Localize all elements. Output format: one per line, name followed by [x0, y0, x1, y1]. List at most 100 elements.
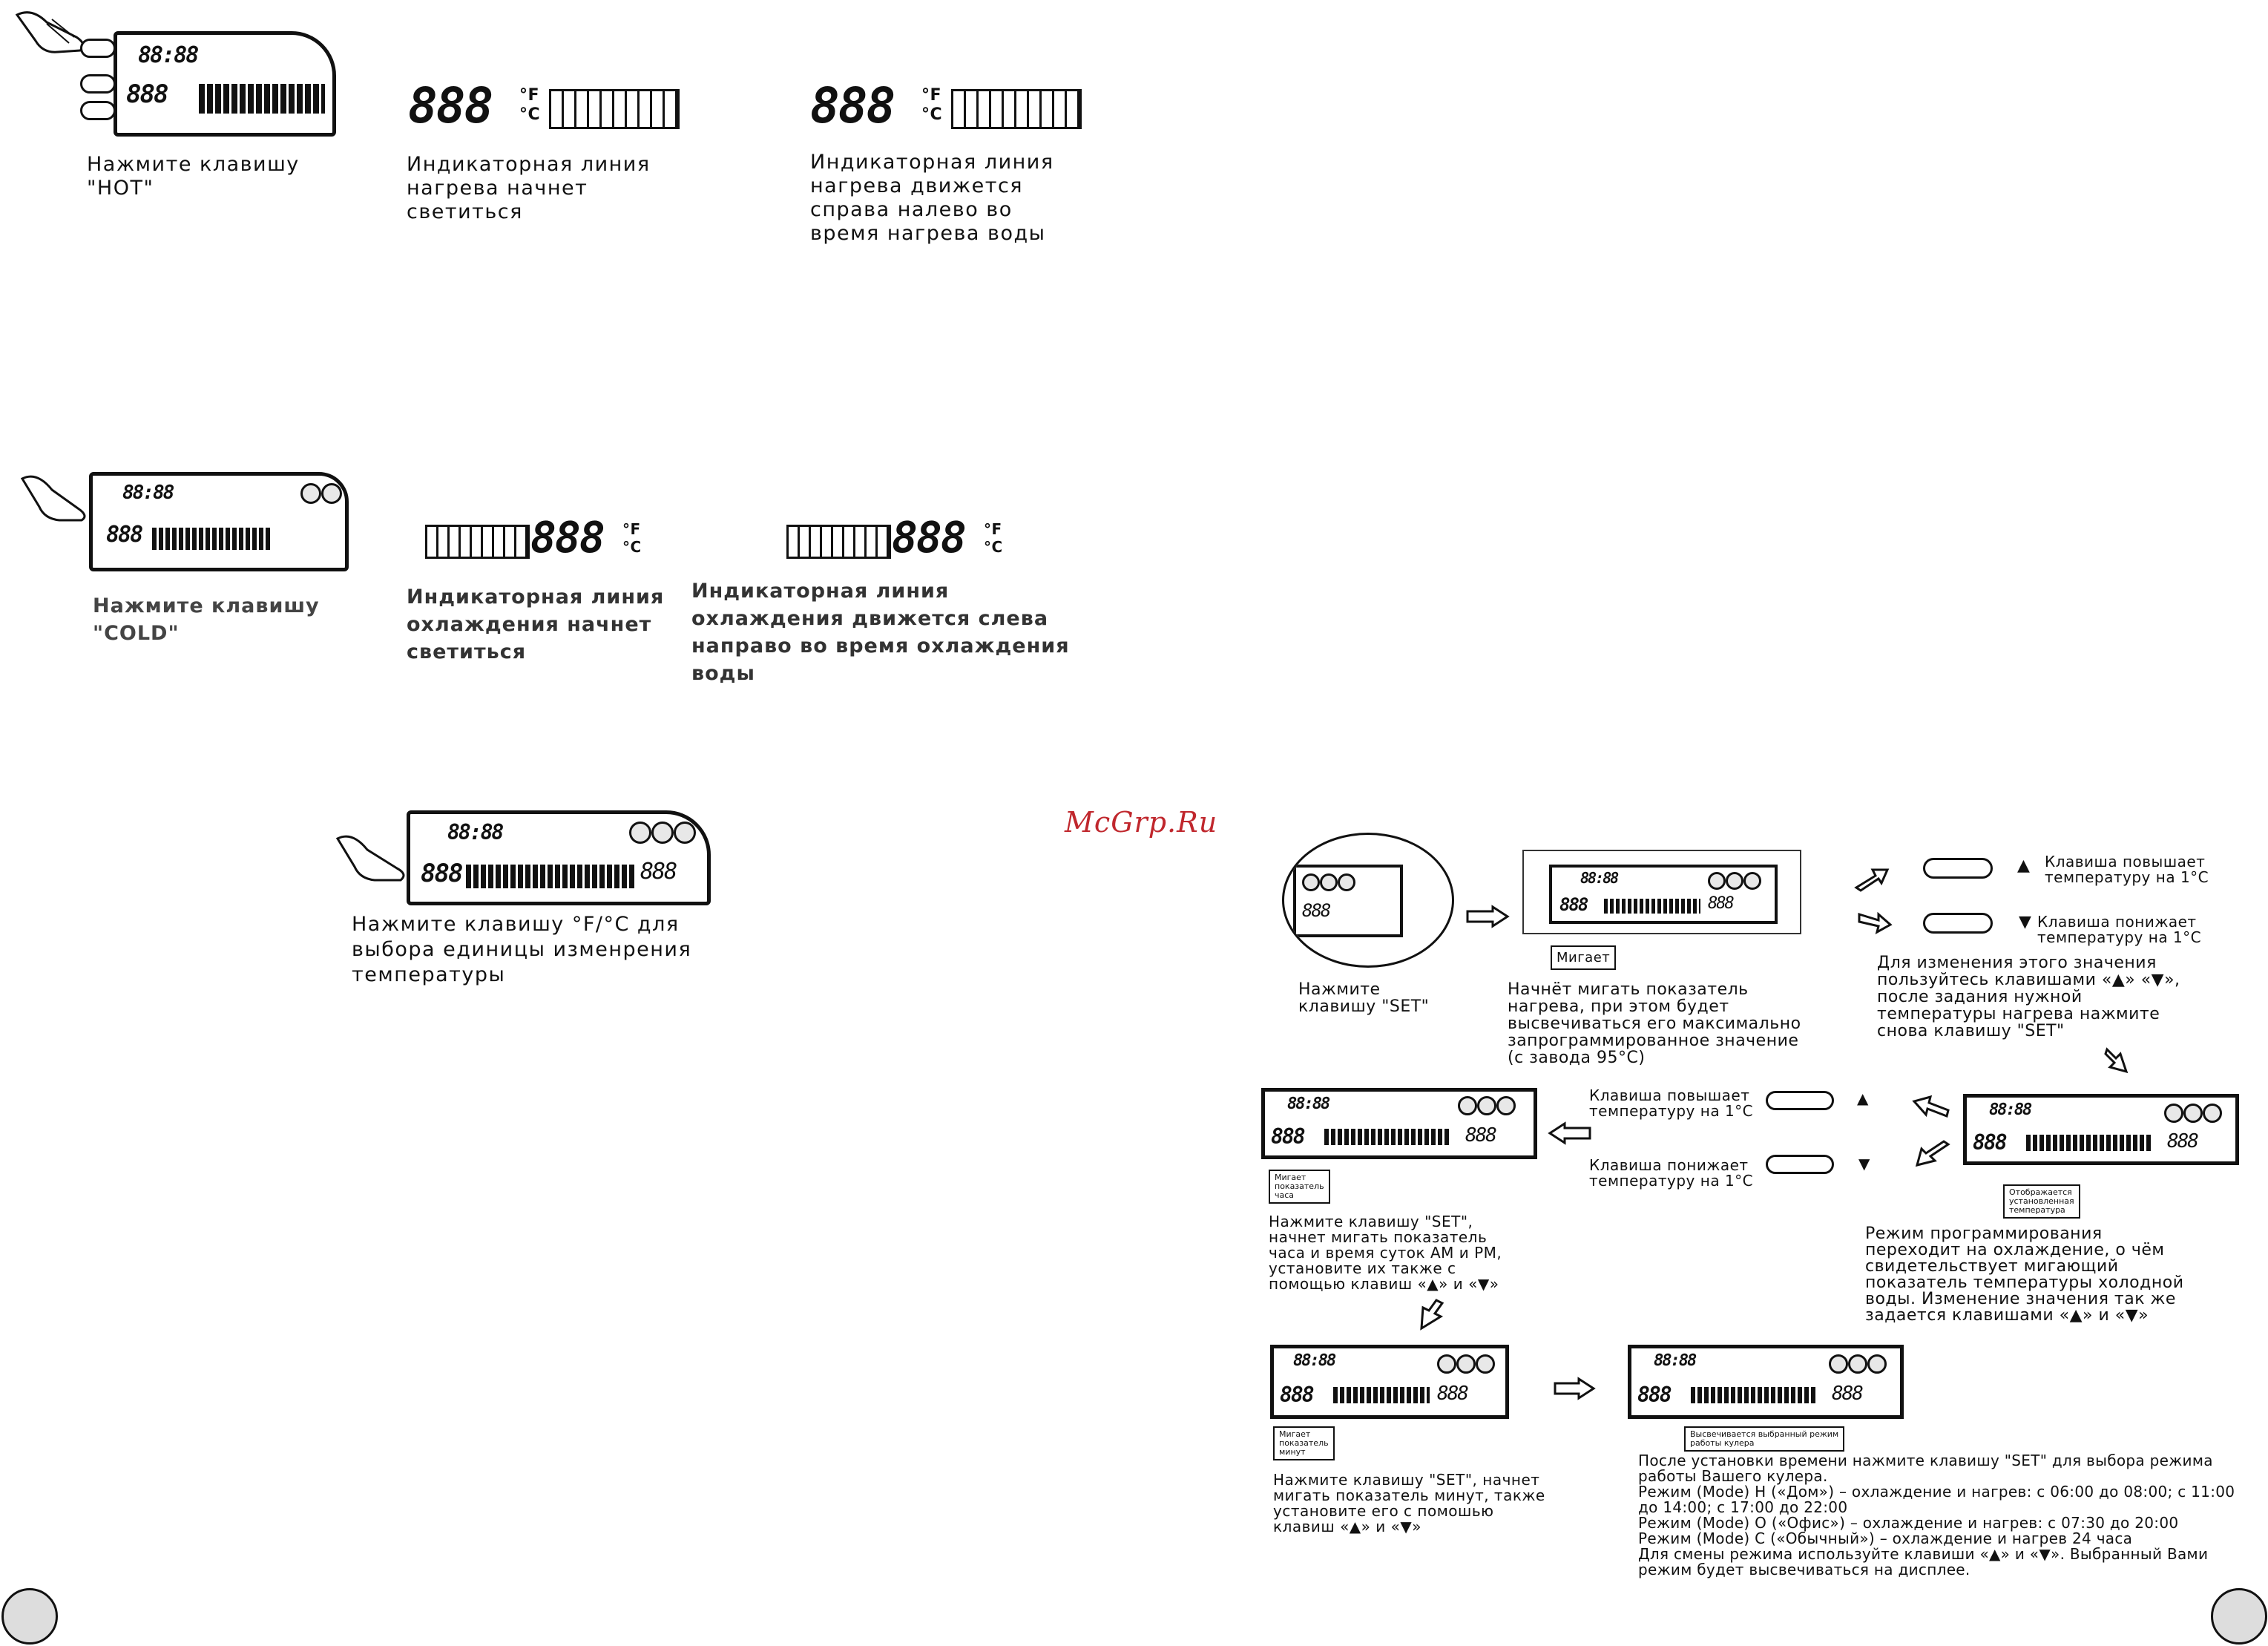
- heat-move-caption: Индикаторная линия нагрева движется спра…: [810, 151, 1054, 245]
- temp-digits-right: 888: [1465, 1124, 1497, 1147]
- mode-circle: [629, 822, 651, 844]
- unit-label: °F °C: [519, 86, 541, 124]
- temp-digits-right: 888: [1708, 894, 1735, 913]
- hand-icon: [334, 831, 415, 891]
- mode-circle: [1302, 873, 1320, 891]
- cold-button[interactable]: [80, 74, 116, 94]
- clock-digits: 88:88: [1580, 869, 1619, 887]
- lcd-panel-cooling: 88:88 888 888: [1963, 1094, 2239, 1165]
- watermark: McGrp.Ru: [1065, 806, 1218, 839]
- lcd-panel-mode: 88:88 888 888: [1628, 1345, 1904, 1419]
- down-key-2[interactable]: [1766, 1155, 1834, 1174]
- temp-digits: 888: [1973, 1130, 2008, 1155]
- set-panel-1-frame: 88:88 888 888: [1522, 850, 1801, 934]
- mode-circle: [1708, 872, 1726, 890]
- temp-digits: 888: [1559, 894, 1588, 915]
- hour-caption: Нажмите клавишу "SET", начнет мигать пок…: [1269, 1213, 1502, 1293]
- clock-digits: 88:88: [1293, 1351, 1336, 1370]
- key-down2-caption: Клавиша понижает температуру на 1°С: [1589, 1156, 1754, 1190]
- mode-circle: [651, 822, 674, 844]
- mode-circle: [1867, 1354, 1887, 1374]
- temp-digits: 888: [1271, 1124, 1306, 1149]
- cold-bars: [152, 528, 271, 550]
- lcd-panel: 88:88 888 888: [407, 810, 711, 905]
- temp-digits-right: 888: [1832, 1383, 1864, 1405]
- clock-digits: 88:88: [138, 42, 199, 68]
- clock-digits: 88:88: [447, 820, 504, 845]
- up-key[interactable]: [1923, 858, 1993, 879]
- temp-digits: 888: [1302, 900, 1331, 921]
- mode-circle: [2203, 1104, 2222, 1123]
- cool-start-caption: Индикаторная линия охлаждения начнет све…: [407, 586, 665, 663]
- clock-digits: 88:88: [122, 482, 174, 504]
- lcd-panel-zoom: 888: [1293, 865, 1403, 937]
- mode-circle: [1456, 1354, 1476, 1374]
- mode-label: Высвечивается выбранный режим работы кул…: [1684, 1426, 1845, 1452]
- hot-button[interactable]: [80, 39, 116, 58]
- heat-bars: [199, 84, 325, 114]
- temp-digits: 888: [106, 522, 143, 548]
- page-corner-circle-right: [2211, 1588, 2267, 1645]
- cool-move-caption: Индикаторная линия охлаждения движется с…: [691, 580, 1070, 685]
- cooling-caption: Режим программирования переходит на охла…: [1865, 1224, 2184, 1325]
- hot-panel-figure: 88:88 888: [13, 7, 336, 137]
- heat-blink-caption: Начнёт мигать показатель нагрева, при эт…: [1508, 980, 1801, 1067]
- mode-circle: [300, 483, 321, 504]
- temp-digits-right: 888: [1437, 1383, 1469, 1405]
- heat-start-caption: Индикаторная линия нагрева начнет светит…: [407, 153, 651, 223]
- level-bars: [466, 865, 637, 888]
- mode-circle: [1829, 1354, 1848, 1374]
- temp-digits-right: 888: [2167, 1130, 2199, 1152]
- temp-digits: 888: [421, 859, 463, 888]
- mode-circle: [1848, 1354, 1867, 1374]
- key-down-caption: Клавиша понижает температуру на 1°С: [2037, 913, 2202, 946]
- key-up2-caption: Клавиша повышает температуру на 1°С: [1589, 1086, 1754, 1120]
- up-key-2[interactable]: [1766, 1091, 1834, 1110]
- level-bars: [1604, 899, 1700, 914]
- mode-circle: [674, 822, 696, 844]
- mode-circle: [321, 483, 342, 504]
- key-up-caption: Клавиша повышает температуру на 1°С: [2045, 853, 2209, 886]
- cool-bar-scale: [425, 525, 530, 559]
- set-zoom-circle: 888: [1282, 833, 1454, 968]
- set-temp-label: Отображается установленная температура: [2003, 1184, 2080, 1219]
- lcd-panel: 88:88 888 888: [1549, 865, 1778, 924]
- clock-digits: 88:88: [1654, 1351, 1697, 1370]
- hot-press-caption: Нажмите клавишу "HOT": [87, 153, 300, 200]
- minute-blink-label: Мигает показатель минут: [1273, 1426, 1335, 1460]
- mode-circle: [1743, 872, 1761, 890]
- cool-indicator-start: 888 °F °C: [425, 516, 655, 562]
- heat-bar-scale: [951, 89, 1082, 129]
- mode-circle: [1726, 872, 1743, 890]
- lcd-panel: 88:88 888: [89, 472, 349, 571]
- unit-button[interactable]: [80, 101, 116, 120]
- mode-circle: [1458, 1096, 1477, 1115]
- down-triangle-icon: ▼: [2019, 913, 2032, 931]
- hour-blink-label: Мигает показатель часа: [1269, 1170, 1330, 1204]
- unit-label: °F °C: [984, 520, 1003, 556]
- level-bars: [1691, 1387, 1817, 1403]
- temp-digits: 888: [892, 512, 967, 563]
- temp-digits: 888: [1637, 1383, 1672, 1407]
- unit-label: °F °C: [622, 520, 642, 556]
- mode-circle: [1477, 1096, 1496, 1115]
- mode-circle: [1496, 1096, 1516, 1115]
- press-set-caption: Нажмите клавишу "SET": [1298, 980, 1430, 1016]
- cool-bar-scale: [786, 525, 891, 559]
- temp-digits: 888: [810, 77, 895, 134]
- heat-indicator-move: 888 °F °C: [810, 77, 1082, 134]
- temp-digits: 888: [1280, 1383, 1315, 1407]
- page-corner-circle-left: [1, 1588, 58, 1645]
- cool-indicator-move: 888 °F °C: [786, 516, 1016, 562]
- lcd-panel: 88:88 888: [114, 31, 336, 137]
- hand-icon: [19, 471, 93, 531]
- hand-icon: [13, 7, 95, 67]
- clock-digits: 88:88: [1989, 1101, 2032, 1119]
- lcd-panel-minute: 88:88 888 888: [1270, 1345, 1509, 1419]
- mode-circle: [1320, 873, 1338, 891]
- temp-digits: 888: [408, 77, 493, 134]
- change-value-caption: Для изменения этого значения пользуйтесь…: [1877, 954, 2180, 1040]
- down-key[interactable]: [1923, 913, 1993, 934]
- blinks-label: Мигает: [1551, 945, 1617, 970]
- lcd-panel-hour: 88:88 888 888: [1261, 1088, 1537, 1159]
